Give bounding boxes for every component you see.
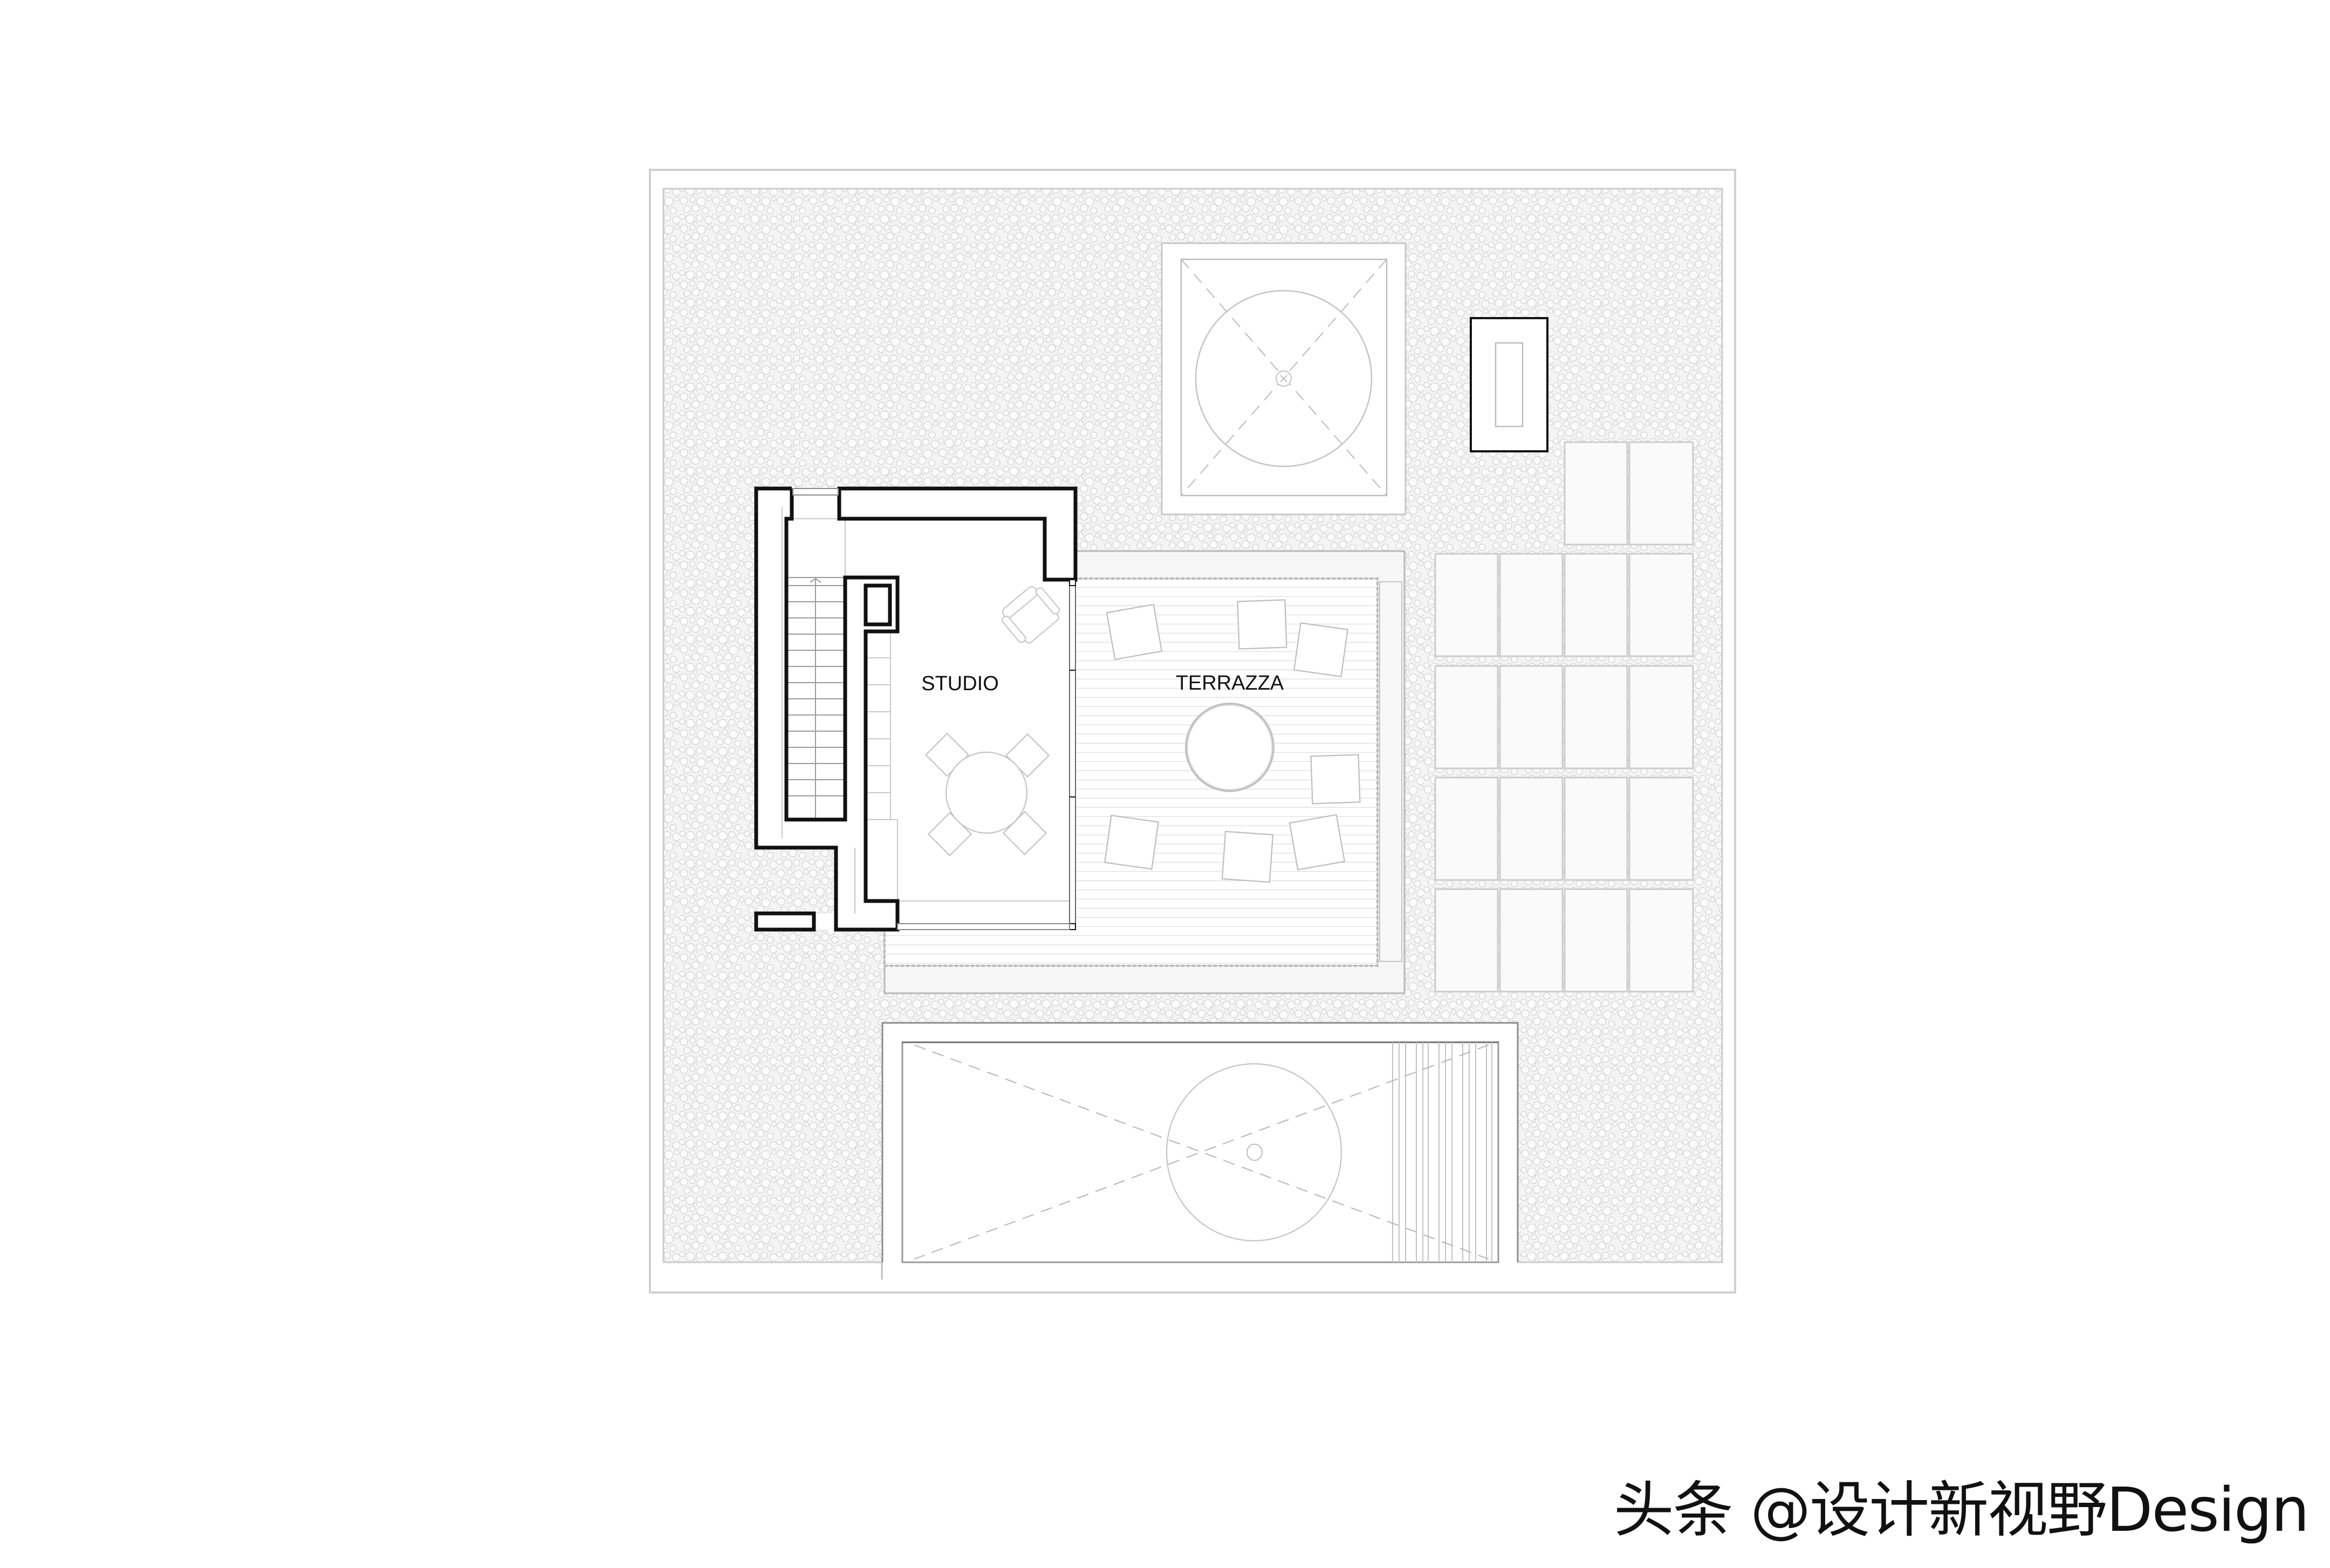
- pool-steps: [1392, 1042, 1492, 1262]
- studio-dining-set: [924, 732, 1050, 857]
- solar-panel: [1499, 888, 1564, 993]
- terrace-label: TERRAZZA: [1176, 672, 1284, 694]
- terrace-round-table: [1185, 703, 1274, 792]
- solar-panel: [1564, 888, 1628, 993]
- solar-panel: [1499, 553, 1564, 657]
- stair: [786, 577, 845, 820]
- studio-top-window: [792, 488, 839, 496]
- terrace-seat: [1221, 830, 1274, 883]
- pool-circle: [1166, 1063, 1342, 1242]
- solar-panel: [1628, 441, 1694, 546]
- solar-panel: [1434, 553, 1499, 657]
- solar-panel: [1499, 776, 1564, 881]
- studio-glazing: [897, 579, 1076, 930]
- terrace-seat: [1293, 622, 1348, 677]
- solar-panel: [1499, 665, 1564, 769]
- solar-panels: [1434, 441, 1694, 993]
- solar-panel: [1628, 888, 1694, 993]
- terrace-seat: [1106, 603, 1163, 661]
- solar-panel: [1564, 665, 1628, 769]
- skylight: [1161, 242, 1407, 515]
- pool: [881, 1022, 1519, 1292]
- solar-panel: [1628, 776, 1694, 881]
- studio: STUDIO: [754, 486, 1078, 932]
- solar-panel: [1564, 776, 1628, 881]
- studio-label: STUDIO: [921, 672, 999, 695]
- terrace-seat: [1237, 599, 1287, 650]
- solar-panel: [1564, 553, 1628, 657]
- solar-panel: [1564, 441, 1628, 546]
- stair-direction-arrow-icon: [810, 577, 821, 583]
- chimney-box: [1470, 317, 1548, 452]
- terrace-seat: [1104, 815, 1159, 870]
- terrace-side-strip: [1379, 581, 1402, 962]
- solar-panel: [1628, 665, 1694, 769]
- armchair: [1002, 586, 1060, 644]
- pool-drain: [1246, 1144, 1263, 1161]
- dining-table: [945, 751, 1028, 834]
- studio-walls: [754, 486, 1078, 932]
- solar-panel: [1434, 888, 1499, 993]
- solar-panel: [1434, 776, 1499, 881]
- terrace-seat: [1310, 754, 1361, 804]
- watermark: 头条 @设计新视野Design: [1613, 1475, 2310, 1545]
- solar-panel: [1628, 553, 1694, 657]
- terrace-seat: [1289, 814, 1346, 871]
- solar-panel: [1434, 665, 1499, 769]
